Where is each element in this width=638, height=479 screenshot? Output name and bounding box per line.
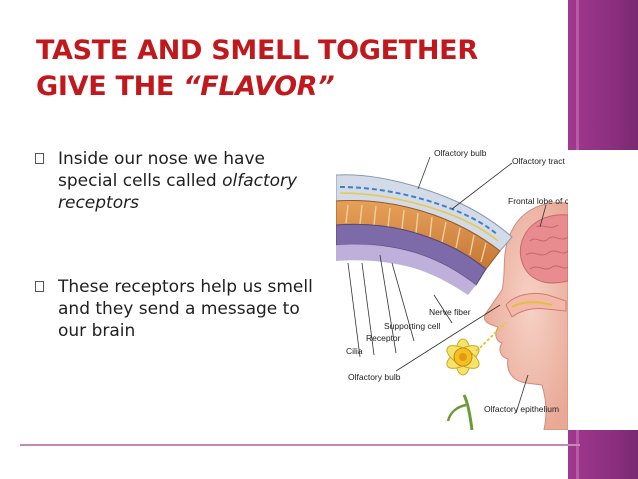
olfactory-diagram-illustration: Olfactory bulb Olfactory tract Frontal l… [336,148,568,430]
label-receptor: Receptor [366,333,401,343]
label-olfactory-tract: Olfactory tract [512,156,566,166]
bullet-list: Inside our nose we have special cells ca… [35,148,325,342]
accent-bar-top [568,0,638,150]
epithelium-cross-section [336,174,513,295]
label-supporting-cell: Supporting cell [384,321,440,331]
label-nerve-fiber: Nerve fiber [429,307,471,317]
olfactory-diagram: Olfactory bulb Olfactory tract Frontal l… [336,145,568,430]
bullet-marker-icon [35,153,44,164]
label-olfactory-epithelium: Olfactory epithelium [484,404,559,414]
bullet-item: These receptors help us smell and they s… [35,276,325,342]
slide-title: TASTE AND SMELL TOGETHER GIVE THE “FLAVO… [36,33,556,105]
label-leader-lines [347,156,547,414]
title-line-2-prefix: GIVE THE [36,71,184,102]
title-emphasis: “FLAVOR” [183,71,335,102]
footer-divider [20,444,580,446]
label-olfactory-bulb-top: Olfactory bulb [434,148,487,158]
scent-stream [475,322,507,352]
title-line-2: GIVE THE “FLAVOR” [36,69,556,105]
title-line-1: TASTE AND SMELL TOGETHER [36,35,478,66]
daffodil-flower-icon [446,338,480,430]
label-olfactory-bulb-bottom: Olfactory bulb [348,372,401,382]
nasal-cavity [505,292,567,318]
accent-bar-bottom [568,430,638,479]
label-cilia: Cilia [346,346,363,356]
bullet-item: Inside our nose we have special cells ca… [35,148,325,214]
label-frontal-lobe: Frontal lobe of cerebru [508,196,568,206]
bullet-text: Inside our nose we have special cells ca… [58,149,265,191]
bullet-text-italic: olfactory receptors [58,171,298,213]
bullet-marker-icon [35,281,44,292]
brain-shape [519,214,568,284]
bullet-text: These receptors help us smell and they s… [58,277,313,341]
